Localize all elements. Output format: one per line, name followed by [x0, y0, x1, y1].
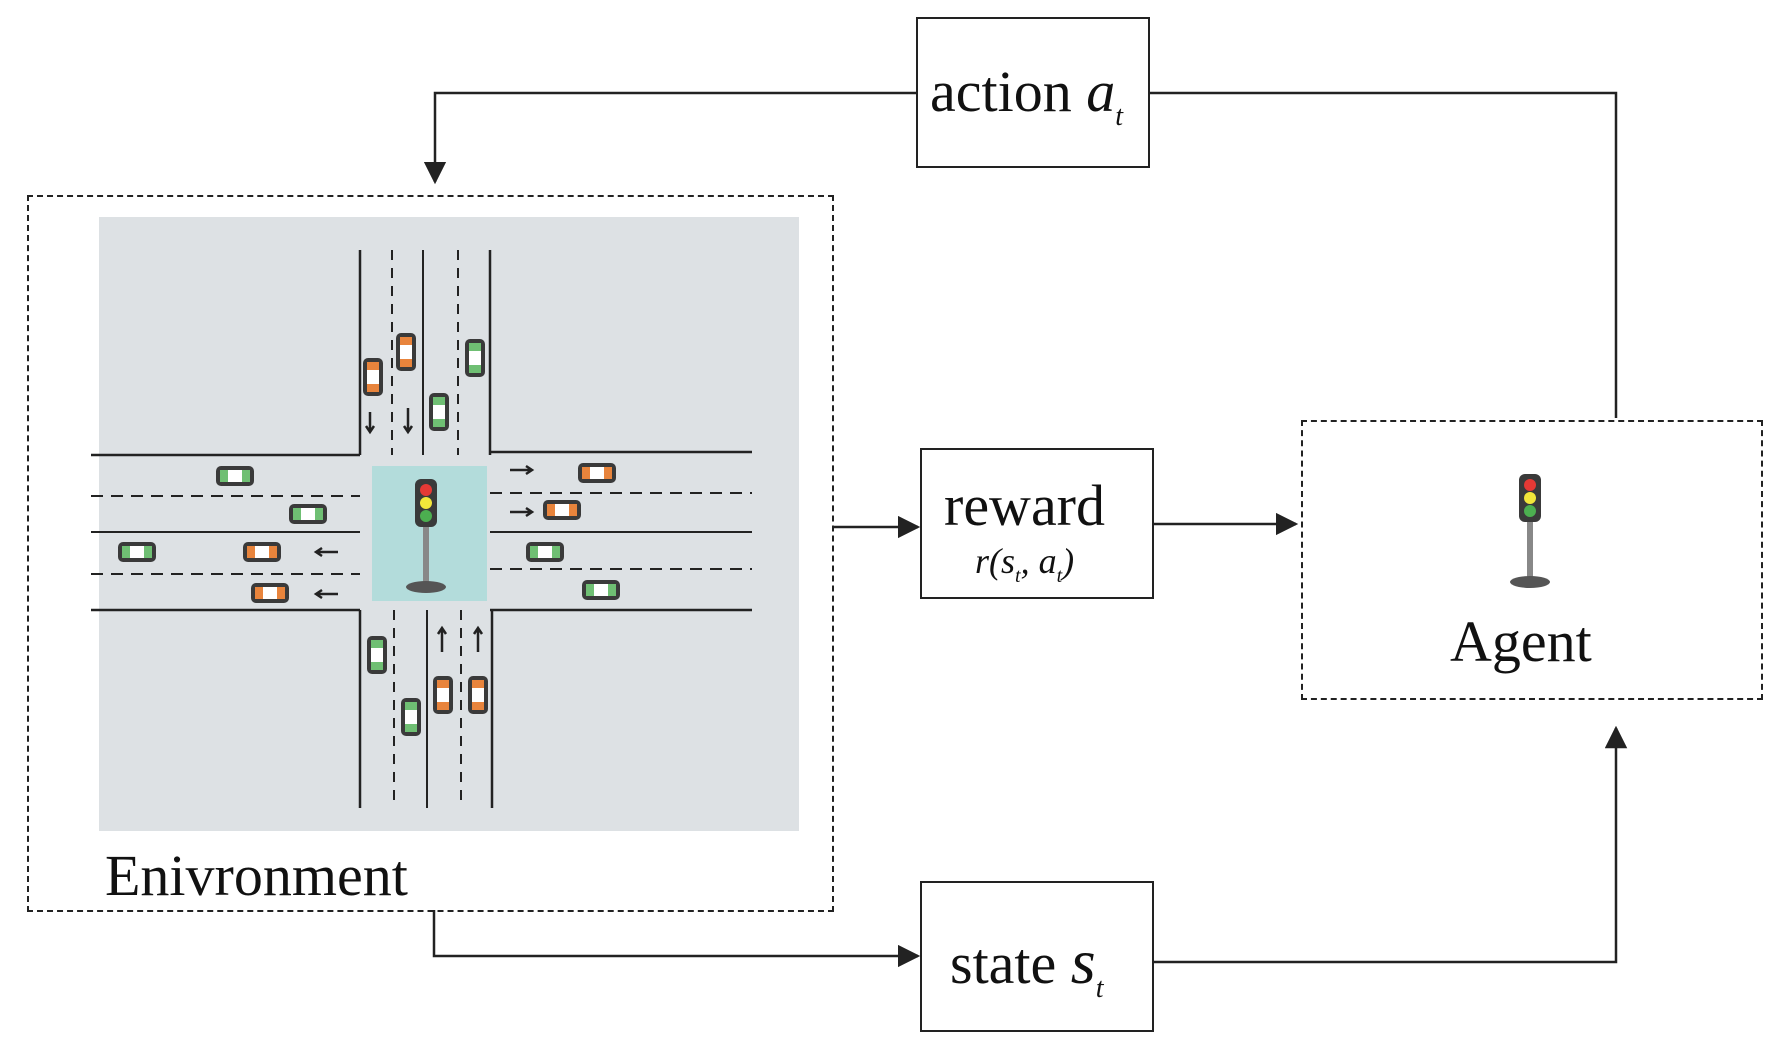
state-to-agent-arrow	[1152, 725, 1628, 964]
lane-arrow-icon	[313, 408, 535, 652]
intersection-scene	[91, 217, 799, 831]
action-box	[916, 17, 1150, 168]
state-word: state	[950, 931, 1057, 996]
action-variable: a	[1086, 59, 1116, 124]
state-variable: s	[1070, 926, 1096, 997]
agent-container	[1301, 420, 1763, 700]
environment-label: Enivronment	[105, 843, 408, 908]
reward-state-sub: t	[1015, 565, 1021, 587]
reward-word: reward	[944, 473, 1106, 538]
action-label: action at	[930, 58, 1123, 132]
reward-label: reward	[944, 472, 1105, 539]
reward-state-var: s	[1001, 541, 1016, 581]
environment-container	[27, 195, 834, 912]
state-label: state st	[950, 925, 1103, 1004]
reward-box	[920, 448, 1154, 599]
reward-fn: r	[975, 541, 990, 581]
state-box	[920, 881, 1154, 1032]
reward-formula: r(st, at)	[975, 541, 1075, 587]
state-subscript: t	[1095, 973, 1104, 1004]
action-to-environment-arrow	[423, 91, 916, 185]
action-subscript: t	[1115, 101, 1123, 132]
action-word: action	[930, 59, 1072, 124]
environment-to-state-arrow	[432, 910, 921, 968]
agent-label: Agent	[1450, 609, 1592, 674]
agent-to-action-line	[1148, 91, 1618, 418]
reward-action-sub: t	[1056, 565, 1063, 587]
reward-action-var: a	[1038, 541, 1057, 581]
